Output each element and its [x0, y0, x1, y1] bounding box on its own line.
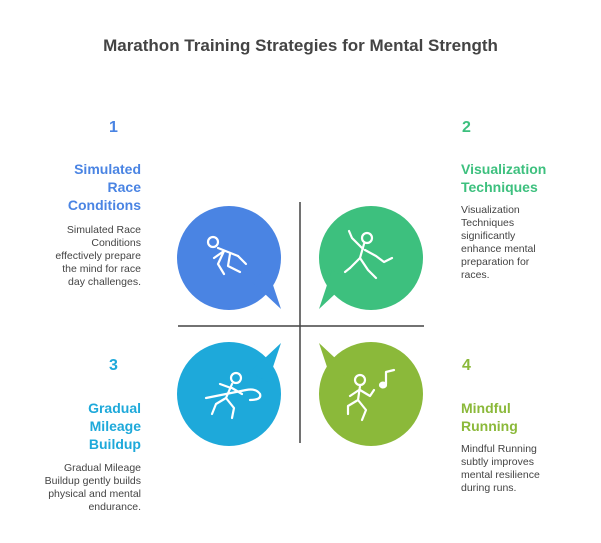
quadrant-3-heading-line: Gradual: [88, 400, 141, 416]
quadrant-3-description-line: Buildup gently builds: [44, 475, 141, 487]
quadrant-1-heading-line: Conditions: [67, 197, 141, 213]
quadrant-2-description-line: Techniques: [461, 217, 515, 229]
quadrant-4-bubble: [319, 342, 423, 446]
quadrant-2-description-line: enhance mental: [461, 243, 536, 255]
quadrant-1-heading: Simulated Race Conditions: [68, 160, 141, 214]
quadrant-2-description-line: Visualization: [461, 204, 520, 216]
quadrant-2-description-line: preparation for: [461, 256, 530, 268]
quadrant-4-heading-line: Running: [461, 418, 518, 434]
quadrant-2-bubble: [319, 206, 423, 310]
quadrant-3-heading-line: Mileage: [89, 418, 141, 434]
quadrant-4-description: Mindful Running subtly improves mental r…: [461, 443, 540, 495]
crouching-runner-icon: [206, 235, 248, 276]
quadrant-4-heading-line: Mindful: [461, 400, 511, 416]
quadrant-4-description-line: during runs.: [461, 482, 517, 494]
quadrant-1-number: 1: [109, 119, 118, 136]
quadrant-3-description-line: Gradual Mileage: [63, 462, 141, 474]
quadrant-1-heading-line: Race: [107, 179, 141, 195]
quadrant-3-description: Gradual Mileage Buildup gently builds ph…: [45, 462, 141, 514]
dancing-figure-icon: [343, 229, 394, 280]
quadrant-3-heading-line: Buildup: [88, 436, 141, 452]
quadrant-1-bubble: [177, 206, 281, 310]
page-title: Marathon Training Strategies for Mental …: [103, 36, 498, 55]
quadrant-2-description: Visualization Techniques significantly e…: [461, 204, 536, 282]
quadrant-4-heading: Mindful Running: [461, 399, 518, 435]
quadrant-2-heading-line: Techniques: [461, 179, 538, 195]
quadrant-1-description-line: the mind for race: [62, 263, 141, 275]
quadrant-3-description-line: endurance.: [88, 501, 141, 513]
quadrant-2-description-line: races.: [461, 269, 490, 281]
quadrant-2-description-line: significantly: [461, 230, 516, 242]
runner-music-icon: [346, 368, 396, 422]
quadrant-4-description-line: mental resilience: [461, 469, 540, 481]
quadrant-3-number: 3: [109, 357, 118, 374]
runner-finish-line-icon: [204, 371, 262, 420]
quadrant-2-number: 2: [462, 119, 471, 136]
quadrant-4-number: 4: [462, 357, 471, 374]
quadrant-3-description-line: physical and mental: [48, 488, 141, 500]
quadrant-1-description: Simulated Race Conditions effectively pr…: [55, 224, 141, 289]
quadrant-1-description-line: day challenges.: [68, 276, 141, 288]
quadrant-4-description-line: Mindful Running: [461, 443, 537, 455]
quadrant-2-heading: Visualization Techniques: [461, 160, 546, 196]
quadrant-1-description-line: effectively prepare: [55, 250, 141, 262]
quadrant-2-heading-line: Visualization: [461, 161, 547, 177]
quadrant-1-description-line: Simulated Race: [66, 224, 141, 236]
quadrant-1-heading-line: Simulated: [74, 161, 141, 177]
quadrant-3-bubble: [177, 342, 281, 446]
quadrant-3-heading: Gradual Mileage Buildup: [88, 399, 141, 453]
quadrant-1-description-line: Conditions: [91, 237, 141, 249]
quadrant-4-description-line: subtly improves: [461, 456, 534, 468]
